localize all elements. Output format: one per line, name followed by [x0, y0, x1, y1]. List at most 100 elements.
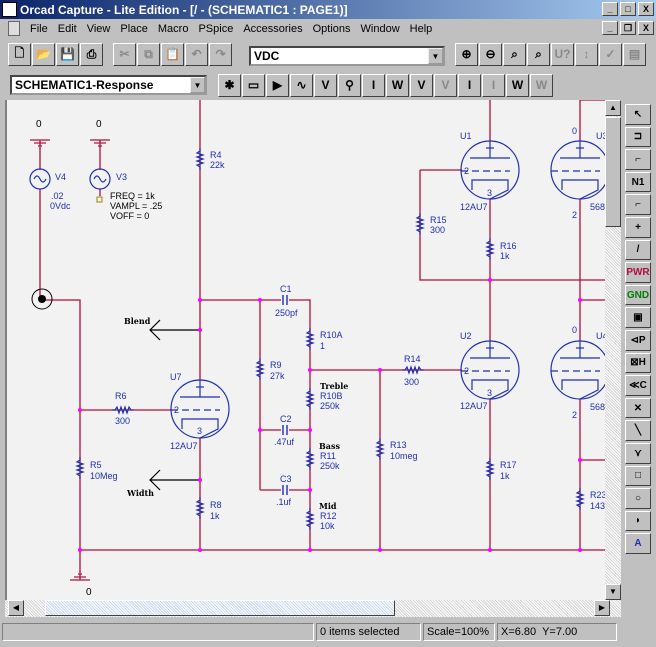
- new-button[interactable]: 🗋: [8, 42, 31, 66]
- vertical-scroll-thumb[interactable]: [605, 117, 621, 227]
- cut-button[interactable]: ✂: [113, 42, 136, 66]
- select-icon: ↖: [633, 108, 643, 120]
- close-button[interactable]: X: [638, 2, 654, 16]
- ground-label: 0: [86, 587, 92, 598]
- annotate-button[interactable]: U?: [551, 42, 574, 66]
- palette-bus-entry-button[interactable]: /: [625, 239, 651, 261]
- run-button[interactable]: ▶: [266, 73, 289, 97]
- menu-pspice[interactable]: PSpice: [198, 22, 234, 35]
- palette-no-connect-button[interactable]: ✕: [625, 397, 651, 419]
- netlist-button[interactable]: ▤: [623, 42, 646, 66]
- vertical-scrollbar[interactable]: ▲ ▼: [605, 100, 621, 617]
- pin-number: 2: [464, 166, 469, 176]
- chevron-down-icon[interactable]: ▼: [428, 48, 443, 64]
- drc-button[interactable]: ✓: [599, 42, 622, 66]
- doc-close-button[interactable]: X: [638, 21, 654, 35]
- V4-ref: V4: [55, 172, 66, 182]
- hier-pin-icon: ⊠H: [630, 357, 646, 369]
- menu-accessories[interactable]: Accessories: [243, 22, 303, 35]
- zoom-area-button[interactable]: ⌕: [503, 42, 526, 66]
- schematic-canvas[interactable]: 0 0 0 V4 .02 0Vdc V3 FREQ = 1k VAMPL = .…: [5, 100, 605, 600]
- menu-help[interactable]: Help: [409, 22, 433, 35]
- redo-button[interactable]: ↷: [209, 42, 232, 66]
- document-icon[interactable]: [8, 21, 20, 36]
- horizontal-scrollbar[interactable]: ◀ ▶: [5, 600, 621, 617]
- menu-macro[interactable]: Macro: [157, 22, 189, 35]
- save-button[interactable]: 💾: [56, 42, 79, 66]
- back-annotate-button[interactable]: ↕: [575, 42, 598, 66]
- zoom-all-button[interactable]: ⌕: [527, 42, 550, 66]
- palette-place-wire-button[interactable]: ⌐: [625, 149, 651, 170]
- V3-source[interactable]: [89, 168, 111, 190]
- palette-place-part-button[interactable]: ⊐: [625, 126, 651, 148]
- horizontal-scroll-thumb[interactable]: [45, 600, 395, 616]
- palette-bus-button[interactable]: ⌐: [625, 194, 651, 215]
- palette-line-button[interactable]: ╲: [625, 420, 651, 441]
- pin-number: 2: [572, 210, 577, 220]
- R23-val: 143: [590, 501, 605, 511]
- edit-profile-button[interactable]: ▭: [242, 73, 265, 97]
- scroll-left-arrow-icon[interactable]: ◀: [8, 600, 24, 616]
- R14-ref: R14: [404, 354, 421, 364]
- palette-ground-button[interactable]: GND: [625, 284, 651, 306]
- maximize-button[interactable]: □: [620, 2, 636, 16]
- menu-place[interactable]: Place: [120, 22, 148, 35]
- undo-button[interactable]: ↶: [185, 42, 208, 66]
- U3-tube[interactable]: [550, 140, 605, 200]
- bias-w-sel-button[interactable]: W: [530, 73, 553, 97]
- scroll-down-arrow-icon[interactable]: ▼: [605, 584, 621, 600]
- view-results-button[interactable]: ∿: [290, 73, 313, 97]
- palette-rectangle-button[interactable]: □: [625, 465, 651, 487]
- palette-hier-block-button[interactable]: ▣: [625, 307, 651, 328]
- R5-ref: R5: [90, 460, 102, 470]
- bias-v-sel-button[interactable]: V: [434, 73, 457, 97]
- U4-tube[interactable]: [550, 340, 605, 400]
- palette-select-button[interactable]: ↖: [625, 104, 651, 125]
- palette-text-button[interactable]: A: [625, 533, 651, 554]
- palette-hier-pin-button[interactable]: ⊠H: [625, 352, 651, 374]
- palette-port-button[interactable]: ⊲P: [625, 329, 651, 351]
- palette-power-button[interactable]: PWR: [625, 262, 651, 283]
- scroll-up-arrow-icon[interactable]: ▲: [605, 100, 621, 116]
- current-marker-button[interactable]: I: [362, 73, 385, 97]
- menu-options[interactable]: Options: [312, 22, 351, 35]
- menu-file[interactable]: File: [30, 22, 48, 35]
- simulation-profile-combo[interactable]: SCHEMATIC1-Response ▼: [10, 75, 207, 95]
- zoom-in-button[interactable]: ⊕: [455, 42, 478, 66]
- palette-ellipse-button[interactable]: ○: [625, 488, 651, 509]
- menu-view[interactable]: View: [86, 22, 111, 35]
- part-combo[interactable]: VDC ▼: [249, 46, 445, 66]
- bias-i-button[interactable]: I: [458, 73, 481, 97]
- scroll-right-arrow-icon[interactable]: ▶: [594, 600, 610, 616]
- voltage-marker-button[interactable]: V: [314, 73, 337, 97]
- palette-junction-button[interactable]: +: [625, 216, 651, 238]
- open-button[interactable]: 📂: [32, 42, 55, 66]
- bias-w-button[interactable]: W: [506, 73, 529, 97]
- power-marker-button[interactable]: W: [386, 73, 409, 97]
- doc-restore-button[interactable]: ❐: [620, 21, 636, 35]
- palette-polyline-button[interactable]: ⋎: [625, 442, 651, 464]
- zoom-out-button[interactable]: ⊖: [479, 42, 502, 66]
- scale-status: Scale=100%: [423, 623, 495, 641]
- U3-ref: U3: [596, 131, 605, 141]
- diff-marker-button[interactable]: ⚲: [338, 73, 361, 97]
- palette-offpage-button[interactable]: ≪C: [625, 375, 651, 396]
- menu-edit[interactable]: Edit: [57, 22, 77, 35]
- menu-window[interactable]: Window: [360, 22, 400, 35]
- V4-source[interactable]: [29, 168, 51, 190]
- R9-ref: R9: [270, 360, 282, 370]
- paste-button[interactable]: 📋: [161, 42, 184, 66]
- minimize-button[interactable]: _: [602, 2, 618, 16]
- diff-marker-icon: ⚲: [345, 78, 354, 92]
- new-profile-button[interactable]: ✱: [218, 73, 241, 97]
- doc-minimize-button[interactable]: _: [602, 21, 618, 35]
- palette-arc-button[interactable]: ◗: [625, 510, 651, 532]
- palette-net-alias-button[interactable]: N1: [625, 171, 651, 193]
- bias-i-sel-button[interactable]: I: [482, 73, 505, 97]
- print-button[interactable]: ⎙: [80, 42, 103, 66]
- copy-button[interactable]: ⧉: [137, 42, 160, 66]
- bias-v-button[interactable]: V: [410, 73, 433, 97]
- offpage-arrows: [149, 319, 200, 491]
- chevron-down-icon[interactable]: ▼: [190, 77, 205, 93]
